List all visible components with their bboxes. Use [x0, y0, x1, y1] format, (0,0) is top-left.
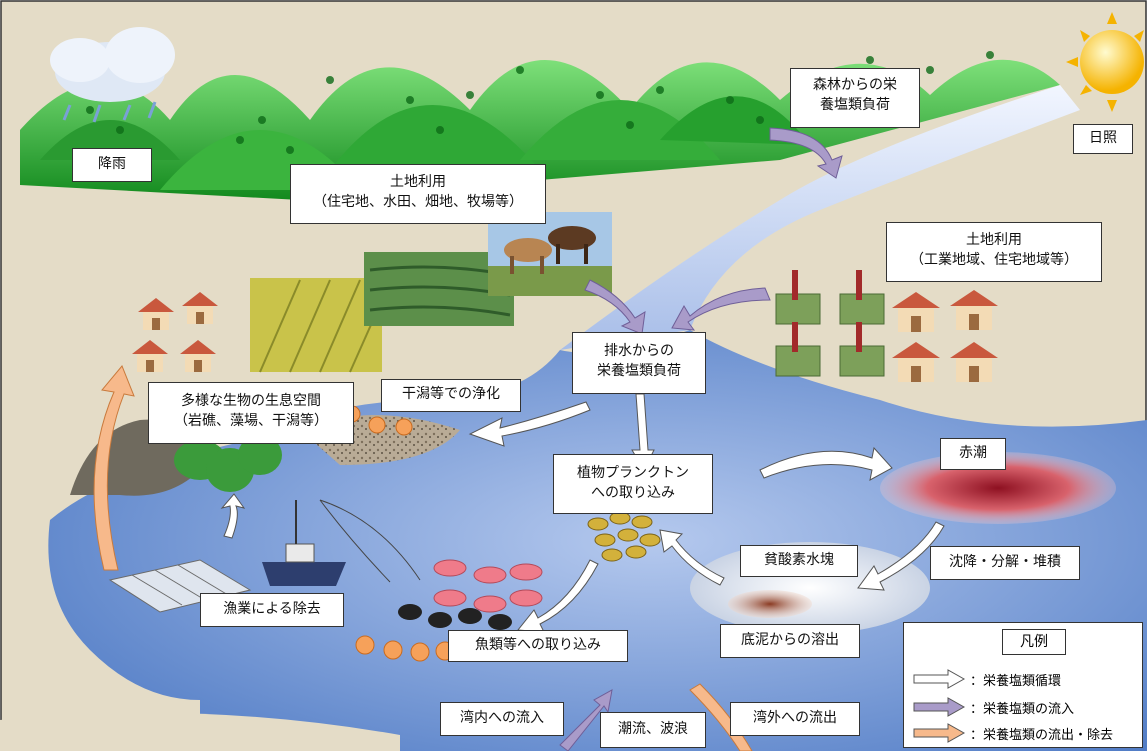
legend: 凡例 ：栄養塩類循環 ：栄養塩類の流入 ：栄養塩類の流出・除去 — [903, 622, 1143, 748]
legend-arrow-purple-icon — [913, 697, 966, 717]
phytoplankton — [587, 511, 661, 562]
label-inflow-to-bay: 湾内への流入 — [440, 702, 564, 736]
cattle — [504, 226, 596, 274]
red-tide — [880, 452, 1116, 524]
label-sedimentation: 沈降・分解・堆積 — [930, 546, 1080, 580]
label-forest-nutrient-load: 森林からの栄養塩類負荷 — [790, 68, 920, 128]
shore-strip — [0, 712, 400, 751]
factories — [775, 293, 885, 377]
label-sunshine: 日照 — [1073, 124, 1133, 154]
legend-arrow-orange-icon — [913, 723, 966, 743]
label-habitat: 多様な生物の生息空間（岩礁、藻場、干潟等） — [148, 382, 354, 444]
inflow-arrows — [559, 127, 843, 751]
bottom-mud — [728, 590, 812, 618]
fishing-boat — [262, 499, 421, 586]
label-wastewater-nutrient-load: 排水からの栄養塩類負荷 — [572, 332, 706, 394]
label-red-tide: 赤潮 — [940, 438, 1006, 470]
legend-arrow-white-icon — [913, 669, 966, 689]
label-tides-waves: 潮流、波浪 — [600, 712, 706, 748]
label-land-use-agricultural: 土地利用（住宅地、水田、畑地、牧場等） — [290, 164, 546, 224]
label-hypoxic-water: 貧酸素水塊 — [740, 545, 858, 577]
aquaculture-raft — [108, 559, 252, 613]
legend-item-cycle: ：栄養塩類循環 — [912, 667, 1144, 691]
field-image — [250, 278, 382, 372]
legend-item-outflow: ：栄養塩類の流出・除去 — [912, 721, 1144, 745]
label-sediment-release: 底泥からの溶出 — [720, 624, 860, 658]
sun — [1066, 12, 1144, 112]
label-fish-uptake: 魚類等への取り込み — [448, 630, 628, 662]
seaweed — [174, 435, 282, 492]
river — [560, 85, 1080, 350]
label-tidal-flat-purification: 干潟等での浄化 — [381, 379, 521, 412]
legend-item-inflow: ：栄養塩類の流入 — [912, 695, 1144, 719]
houses-left — [132, 292, 218, 372]
legend-title: 凡例 — [1002, 629, 1066, 655]
rain-cloud — [50, 27, 175, 123]
label-rainfall: 降雨 — [72, 148, 152, 182]
label-outflow-from-bay: 湾外への流出 — [730, 702, 860, 736]
clams-dark — [398, 604, 512, 630]
label-land-use-industrial: 土地利用（工業地域、住宅地域等） — [886, 222, 1102, 282]
label-phytoplankton-uptake: 植物プランクトンへの取り込み — [553, 454, 713, 514]
fish — [433, 559, 543, 613]
label-fishery-removal: 漁業による除去 — [200, 593, 344, 627]
chimneys — [792, 270, 862, 352]
houses-right — [892, 290, 998, 382]
